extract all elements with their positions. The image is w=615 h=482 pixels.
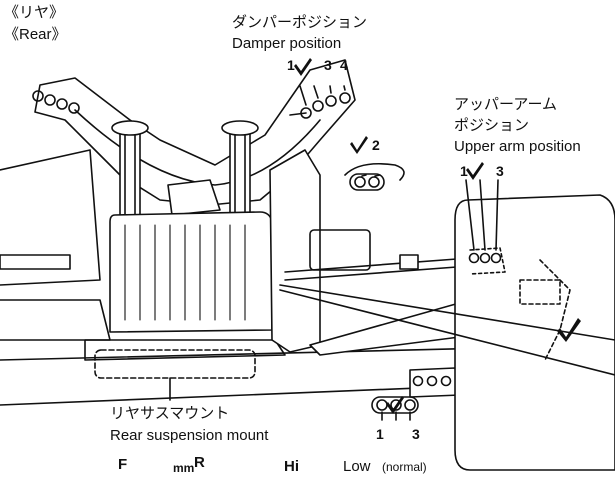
- lower-arm-mount: [409, 367, 461, 398]
- upper-arm-title-jp-2: ポジション: [454, 116, 530, 134]
- footer-mm: mm: [173, 461, 195, 475]
- rear-mount-position-label: 1: [376, 426, 384, 442]
- upper-arm-position-label: 3: [496, 163, 504, 179]
- upper-arm-title-en: Upper arm position: [454, 138, 581, 155]
- rear-mount-title-en: Rear suspension mount: [110, 427, 269, 444]
- damper-position-title-en: Damper position: [232, 35, 342, 52]
- rear-mount-dashed: [94, 349, 256, 379]
- gearbox: [109, 211, 273, 333]
- check-mark-icon: [294, 58, 312, 76]
- check-mark-icon: [350, 136, 368, 154]
- footer-hi: Hi: [284, 458, 299, 475]
- check-mark-icon: [557, 318, 581, 342]
- section-title-jp: 《リヤ》: [4, 3, 65, 21]
- footer-r: R: [194, 454, 205, 471]
- check-mark-icon: [466, 162, 484, 180]
- damper-position-label: 3: [324, 57, 332, 73]
- rear-wheel: [454, 194, 615, 471]
- check-mark-icon: [386, 396, 404, 414]
- footer-low: Low: [343, 458, 371, 475]
- damper-position-title-jp: ダンパーポジション: [232, 13, 368, 31]
- section-title-en: 《Rear》: [4, 26, 67, 43]
- damper-position-label: 4: [340, 57, 348, 73]
- rear-mount-position-label: 3: [412, 426, 420, 442]
- damper-inset-label: 2: [372, 137, 380, 153]
- damper-position-label: 1: [287, 57, 295, 73]
- upper-arm-title-jp-1: アッパーアーム: [454, 95, 558, 113]
- footer-f: F: [118, 456, 128, 473]
- rear-mount-title-jp: リヤサスマウント: [110, 404, 230, 422]
- footer-normal: (normal): [382, 460, 427, 474]
- upper-arm-position-label: 1: [460, 163, 468, 179]
